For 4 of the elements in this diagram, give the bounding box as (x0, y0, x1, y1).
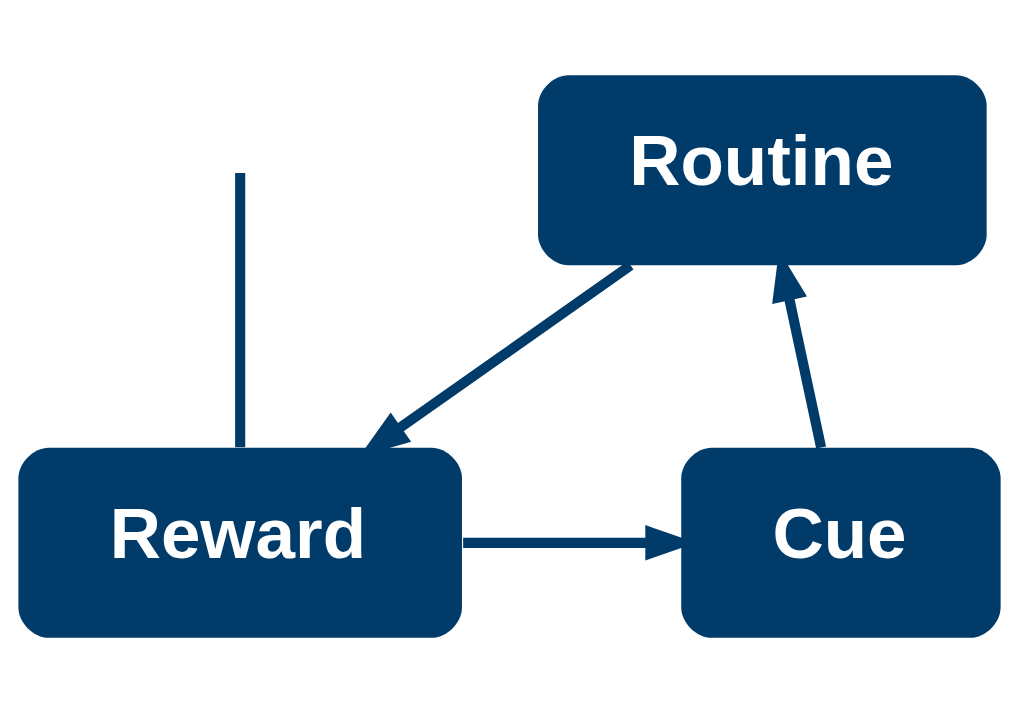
node-box: Cue (681, 447, 1001, 638)
connector (235, 173, 246, 448)
node-box: Routine (538, 75, 987, 266)
node-box: Reward (18, 447, 462, 638)
